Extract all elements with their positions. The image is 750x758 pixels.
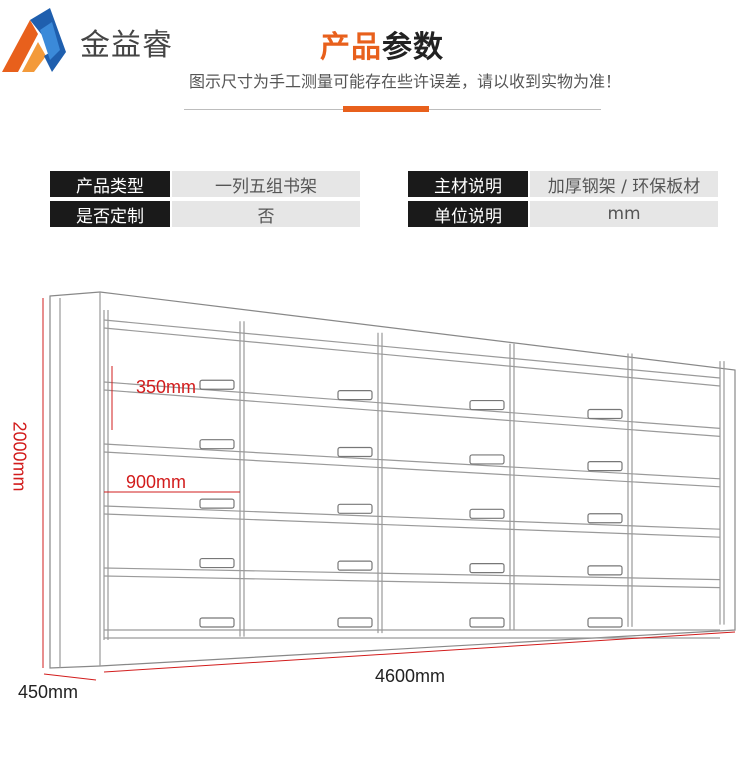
shelf-bracket [587,617,623,628]
shelf-board-lip [103,575,721,589]
shelf-bracket [469,508,505,519]
shelf-bracket [587,513,623,524]
shelf-bracket [199,617,235,628]
shelf-board-edge [103,319,721,379]
shelf-bracket [337,446,373,458]
dim-total-width: 4600mm [375,666,446,686]
spec-label: 是否定制 [50,201,170,227]
shelf-bracket [337,390,373,401]
shelf-bracket [587,408,623,420]
spec-row-customized: 是否定制 否 [50,201,360,227]
title-accent: 产品 [320,30,382,65]
shelf-bracket [199,498,235,509]
shelf-bracket [337,503,373,514]
dim-depth-line [43,673,97,681]
spec-label: 产品类型 [50,171,170,197]
shelf-bracket [587,461,623,472]
shelf-bracket [337,617,373,628]
shelf-board-edge [103,443,721,480]
bookshelf-illustration [42,291,736,681]
title-rest: 参数 [382,30,444,65]
spec-row-material: 主材说明 加厚钢架 / 环保板材 [408,171,718,197]
shelf-bracket [469,617,505,628]
brand-name: 金益睿 [80,28,173,63]
shelf-bracket [199,439,235,450]
spec-value: 加厚钢架 / 环保板材 [530,171,718,197]
spec-row-product-type: 产品类型 一列五组书架 [50,171,360,197]
shelf-board-edge [103,505,721,530]
shelf-bracket [469,454,505,465]
shelf-bracket [337,560,373,571]
shelf-board-lip [103,327,721,387]
dim-depth: 450mm [18,682,79,702]
measurement-disclaimer: 图示尺寸为手工测量可能存在些许误差，请以收到实物为准！ [188,72,621,91]
spec-value: mm [530,201,718,227]
shelf-bracket [199,557,235,569]
dim-height: 2000mm [9,421,30,492]
spec-value: 否 [172,201,360,227]
dim-width-line [103,631,736,673]
spec-label: 主材说明 [408,171,528,197]
shelf-board-lip [103,451,721,488]
shelf-board-lip [103,513,721,538]
dim-unit-width: 900mm [126,472,187,492]
shelf-bracket [587,565,623,576]
spec-value: 一列五组书架 [172,171,360,197]
bookshelf-drawing: 350mm 900mm 2000mm 450mm 4600mm [0,270,750,758]
dim-shelf-gap: 350mm [136,377,197,397]
page-title: 产品参数 [320,22,444,66]
spec-label: 单位说明 [408,201,528,227]
shelf-board-edge [103,567,721,581]
shelf-bracket [469,399,505,411]
shelf-bracket [469,563,505,574]
shelf-bracket [199,379,235,390]
spec-row-unit: 单位说明 mm [408,201,718,227]
brand-logo-icon [2,8,66,72]
shelf-board-lip [103,389,721,437]
title-divider-accent [343,106,429,112]
